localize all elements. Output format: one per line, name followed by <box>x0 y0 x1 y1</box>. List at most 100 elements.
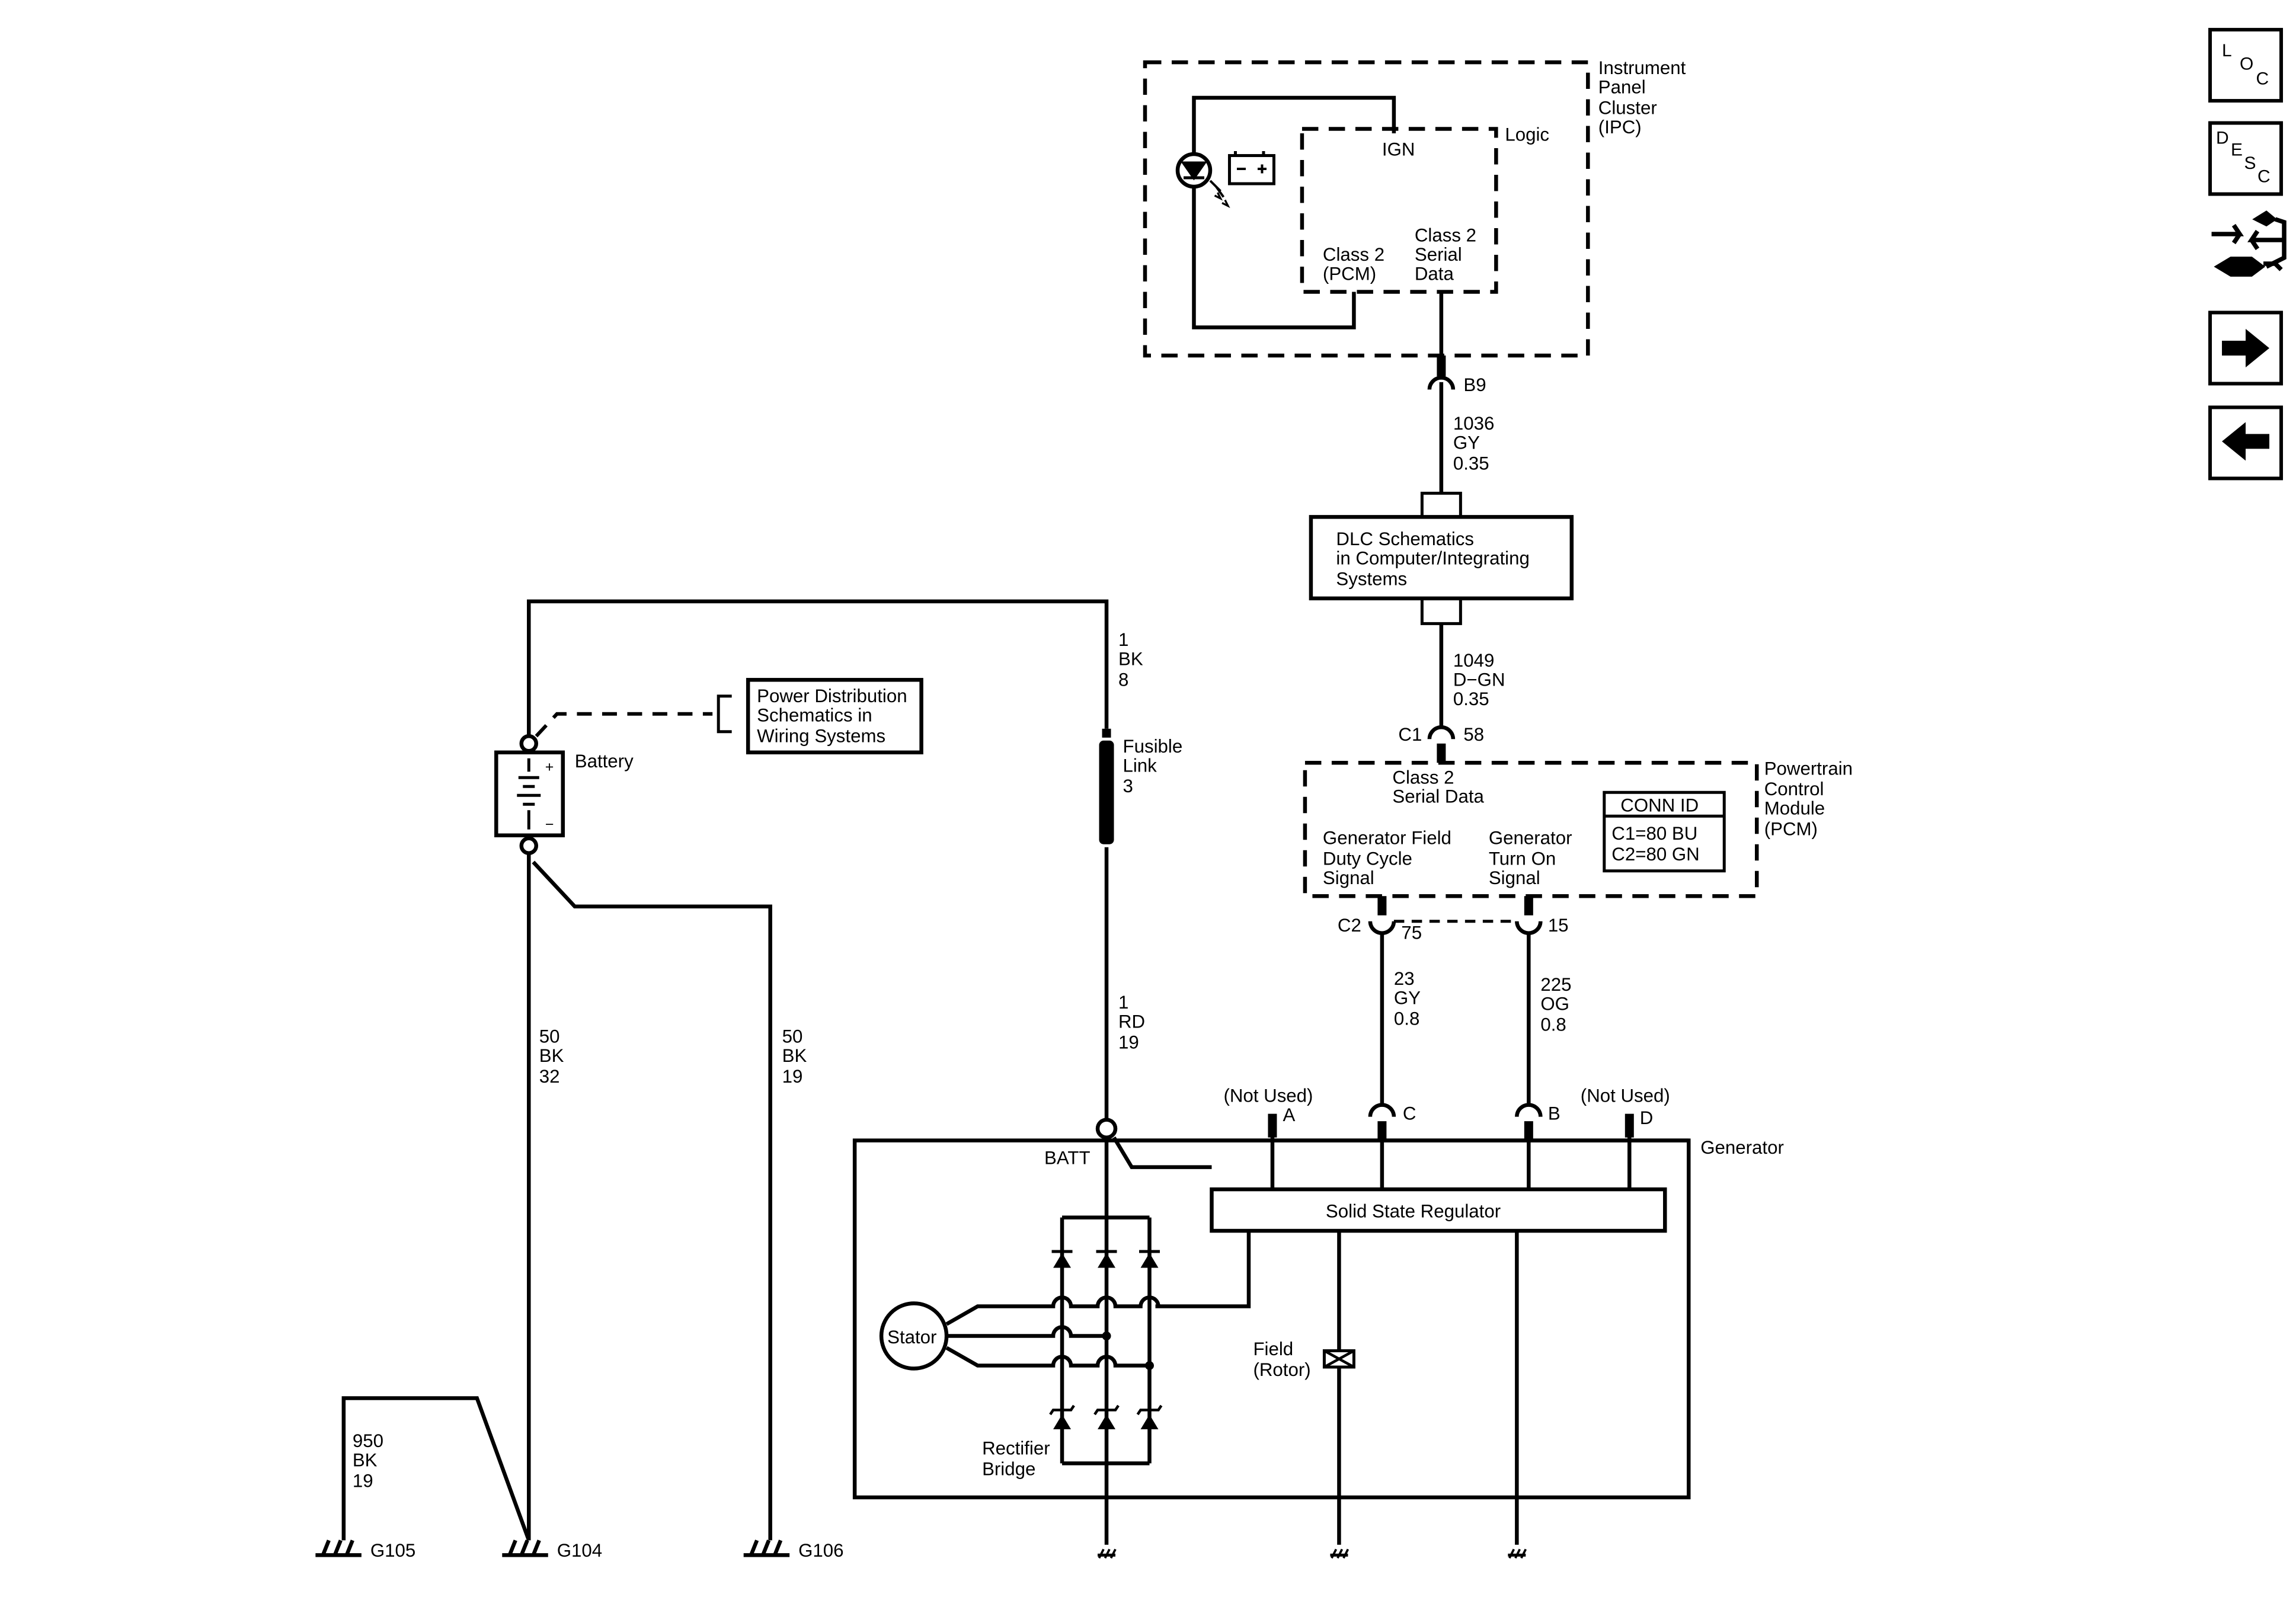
pcm-pin-15: 15 <box>1548 915 1569 936</box>
pcm-title-3: Module <box>1764 798 1825 819</box>
ipc-ign-label: IGN <box>1382 139 1415 160</box>
wire-50bk32-circuit: 50 <box>539 1026 560 1047</box>
wire-1bk8-color: BK <box>1118 648 1143 669</box>
wire-50bk19-gauge: 19 <box>782 1066 803 1087</box>
description-button[interactable]: D E S C <box>2208 121 2284 196</box>
ipc-lamp-wire-top <box>1192 95 1396 155</box>
wire-1bk8-circuit: 1 <box>1118 629 1128 650</box>
wire-1rd19-gauge: 19 <box>1118 1032 1139 1053</box>
wire-50bk19-color: BK <box>782 1045 807 1066</box>
wire-950-bk-19 <box>341 1396 531 1541</box>
desc-s: S <box>2244 153 2256 173</box>
previous-page-button[interactable] <box>2208 405 2284 481</box>
pcm-gen-turn-on-1: Generator <box>1489 828 1572 849</box>
ipc-title-2: Panel <box>1598 77 1646 98</box>
power-distribution-box <box>746 678 923 755</box>
dlc-reference-box[interactable] <box>1309 491 1574 726</box>
wire-950bk19-circuit: 950 <box>353 1430 383 1451</box>
terminal-a-label: A <box>1283 1105 1295 1125</box>
pcm-gen-field-1: Generator Field <box>1323 828 1451 849</box>
battery-label: Battery <box>575 751 634 772</box>
conn-id-line-1: C1=80 BU <box>1611 823 1697 844</box>
loc-l: L <box>2222 41 2232 60</box>
ipc-title-4: (IPC) <box>1598 117 1642 137</box>
generator-outline <box>852 1138 1691 1500</box>
ipc-outline <box>1143 60 1590 358</box>
wire-950bk19-gauge: 19 <box>353 1470 373 1491</box>
fusible-link <box>1099 728 1114 1120</box>
next-page-button[interactable] <box>2208 311 2284 386</box>
battery-plus: + <box>545 758 554 775</box>
dlc-box-line-2: in Computer/Integrating <box>1336 548 1529 568</box>
connector-service-icon <box>2211 210 2287 277</box>
ipc-logic-label: Logic <box>1505 124 1549 145</box>
power-distribution-line-2: Schematics in <box>757 705 872 725</box>
connector-c1-label: C1 <box>1398 724 1422 745</box>
wire-50-bk-19 <box>532 860 772 1541</box>
terminal-d-label: D <box>1640 1108 1654 1128</box>
pcm-gen-turn-on-2: Turn On <box>1489 849 1556 869</box>
rectifier-diodes-upper <box>1053 1253 1159 1268</box>
pcm-title-4: (PCM) <box>1764 819 1818 840</box>
next-arrow-icon <box>2222 328 2270 367</box>
ipc-lamp-wire-bottom <box>1192 185 1356 329</box>
ipc-title-3: Cluster <box>1598 98 1657 119</box>
terminal-a-not-used: (Not Used) <box>1223 1086 1313 1106</box>
fusible-link-3: 3 <box>1123 776 1133 796</box>
pcm-pin-75: 75 <box>1401 923 1422 943</box>
pcm-gen-field-3: Signal <box>1323 868 1374 888</box>
connector-c1-pin: 58 <box>1463 724 1484 745</box>
field-label-1: Field <box>1253 1339 1293 1359</box>
wire-1049-color: D−GN <box>1453 669 1505 690</box>
conn-id-title: CONN ID <box>1620 795 1699 816</box>
battery-symbol-icon <box>1227 151 1275 185</box>
wire-950bk19-color: BK <box>353 1449 378 1470</box>
wire-23-gauge: 0.8 <box>1394 1009 1419 1029</box>
wire-23-color: GY <box>1394 988 1421 1009</box>
battery-circuit <box>341 599 1109 1541</box>
ground-g105-label: G105 <box>370 1540 415 1561</box>
ground-g106-icon <box>743 1539 790 1557</box>
power-distribution-line-3: Wiring Systems <box>757 725 885 746</box>
wire-1-bk-8 <box>527 599 1109 737</box>
desc-e: E <box>2231 140 2243 160</box>
rectifier-label-1: Rectifier <box>982 1438 1050 1458</box>
battery-icon <box>494 750 565 837</box>
desc-c: C <box>2257 167 2271 187</box>
ipc-class2-pcm-1: Class 2 <box>1323 244 1384 265</box>
connector-c1-58 <box>1427 725 1456 763</box>
connector-b9-label: B9 <box>1463 375 1486 395</box>
batt-terminal <box>1095 1118 1118 1140</box>
ground-g104-label: G104 <box>557 1540 602 1561</box>
pcm-gen-turn-on-3: Signal <box>1489 868 1540 888</box>
pcm-title-1: Powertrain <box>1764 758 1853 779</box>
wire-225-circuit: 225 <box>1540 974 1571 995</box>
wire-50bk32-gauge: 32 <box>539 1066 560 1087</box>
conn-id-line-2: C2=80 GN <box>1611 844 1699 865</box>
rectifier-diodes-lower <box>1053 1414 1159 1429</box>
wire-1036-color: GY <box>1453 432 1480 453</box>
generator-title: Generator <box>1700 1137 1784 1158</box>
wire-1bk8-gauge: 8 <box>1118 669 1128 690</box>
connector-service-button[interactable] <box>2211 210 2287 277</box>
wire-1036-circuit: 1036 <box>1453 413 1494 434</box>
wire-1036-gauge: 0.35 <box>1453 453 1489 473</box>
ipc-class2-serial-1: Class 2 <box>1415 225 1476 245</box>
wire-50bk19-circuit: 50 <box>782 1026 803 1047</box>
terminal-b-label: B <box>1548 1103 1560 1124</box>
dlc-box-line-3: Systems <box>1336 568 1407 589</box>
ipc-class2-pcm-2: (PCM) <box>1323 263 1376 284</box>
ipc-logic-outline <box>1300 127 1498 294</box>
power-distribution-line-1: Power Distribution <box>757 686 907 706</box>
pcm-class2-2: Serial Data <box>1392 786 1484 807</box>
battery-minus: − <box>545 817 554 833</box>
wire-1rd19-circuit: 1 <box>1118 992 1128 1013</box>
dlc-box-line-1: DLC Schematics <box>1336 529 1474 549</box>
wire-23-circuit: 23 <box>1394 968 1415 989</box>
pcm-class2-1: Class 2 <box>1392 767 1454 788</box>
ground-g106-label: G106 <box>798 1540 843 1561</box>
location-button[interactable]: L O C <box>2208 28 2284 103</box>
ipc-module <box>1143 60 1590 359</box>
desc-d: D <box>2216 129 2229 148</box>
connector-c2 <box>1368 896 1543 1104</box>
